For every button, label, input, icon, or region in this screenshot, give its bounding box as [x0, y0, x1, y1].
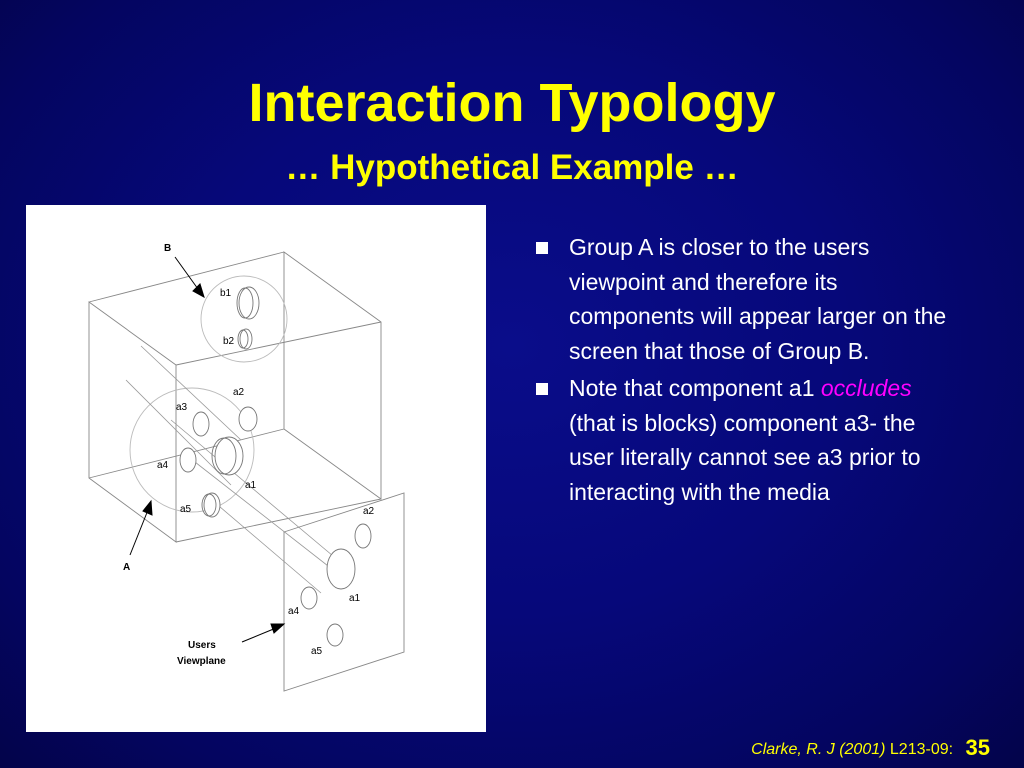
bullet-text: Group A is closer to the users viewpoint… — [569, 234, 947, 364]
slide-footer: Clarke, R. J (2001) L213-09: 35 — [751, 736, 990, 762]
arrow-a-head — [142, 499, 153, 516]
label-group-b: B — [164, 243, 171, 254]
label-users: Users — [188, 640, 216, 651]
page-number: 35 — [965, 735, 990, 760]
projection-line — [185, 454, 347, 581]
bullet-square-icon — [536, 242, 548, 254]
cube-front-face — [88, 301, 177, 543]
projection-line — [125, 379, 232, 486]
arrow-b-line — [174, 256, 199, 290]
component-a5-inner — [201, 493, 217, 517]
component-b2-inner — [237, 329, 249, 349]
bullet-list: Group A is closer to the users viewpoint… — [536, 230, 956, 512]
projection-line — [205, 494, 322, 594]
label-viewplane-a2: a2 — [363, 506, 375, 517]
label-b1: b1 — [220, 288, 232, 299]
slide-subtitle: … Hypothetical Example … — [285, 148, 739, 187]
component-a2 — [238, 406, 258, 432]
group-b-circle — [200, 275, 288, 363]
arrow-a-line — [129, 509, 149, 556]
component-b1-inner — [236, 287, 254, 319]
viewplane-a2 — [354, 523, 372, 549]
label-viewplane-a4: a4 — [288, 606, 300, 617]
label-viewplane-a1: a1 — [349, 593, 361, 604]
users-viewplane — [283, 492, 405, 692]
component-a1 — [214, 436, 244, 476]
bullet-item: Group A is closer to the users viewpoint… — [536, 230, 956, 368]
component-a1-inner — [211, 437, 237, 475]
arrow-b-head — [192, 283, 205, 299]
footer-citation: Clarke, R. J (2001) — [751, 741, 886, 758]
projection-lines — [125, 345, 347, 594]
cube-edge — [88, 251, 285, 303]
label-a3: a3 — [176, 402, 188, 413]
label-a2: a2 — [233, 387, 245, 398]
label-viewplane-a5: a5 — [311, 646, 323, 657]
arrow-viewplane-head — [270, 623, 286, 634]
viewplane-a4 — [300, 586, 318, 610]
label-a1: a1 — [245, 480, 257, 491]
cube-edge — [175, 498, 382, 543]
arrow-viewplane-line — [241, 627, 277, 643]
label-b2: b2 — [223, 336, 235, 347]
slide-title: Interaction Typology — [248, 73, 776, 133]
bullet-text-pre: Note that component a1 — [569, 375, 821, 401]
viewplane-a5 — [326, 623, 344, 647]
bullet-item: Note that component a1 occludes (that is… — [536, 371, 956, 509]
projection-line — [170, 419, 340, 562]
projection-line — [140, 345, 242, 441]
component-b2 — [239, 328, 253, 350]
viewplane-a1 — [326, 548, 356, 590]
interaction-typology-diagram: B b1 b2 a2 a3 a4 a1 a5 A a2 a1 a4 a5 Use… — [26, 205, 486, 732]
bullet-text-post: (that is blocks) component a3- the user … — [569, 409, 921, 505]
component-a5 — [203, 492, 221, 518]
component-a4 — [179, 447, 197, 473]
footer-code: L213-09: — [889, 741, 954, 758]
group-a-circle — [129, 387, 255, 513]
bullet-square-icon — [536, 383, 548, 395]
cube-back-face — [283, 251, 382, 500]
cube-edge — [175, 321, 382, 366]
component-a3 — [192, 411, 210, 437]
label-viewplane: Viewplane — [177, 656, 226, 667]
label-a4: a4 — [157, 460, 169, 471]
label-a5: a5 — [180, 504, 192, 515]
bullet-emphasis: occludes — [820, 375, 912, 401]
component-b1 — [238, 286, 260, 320]
label-group-a: A — [123, 562, 130, 573]
